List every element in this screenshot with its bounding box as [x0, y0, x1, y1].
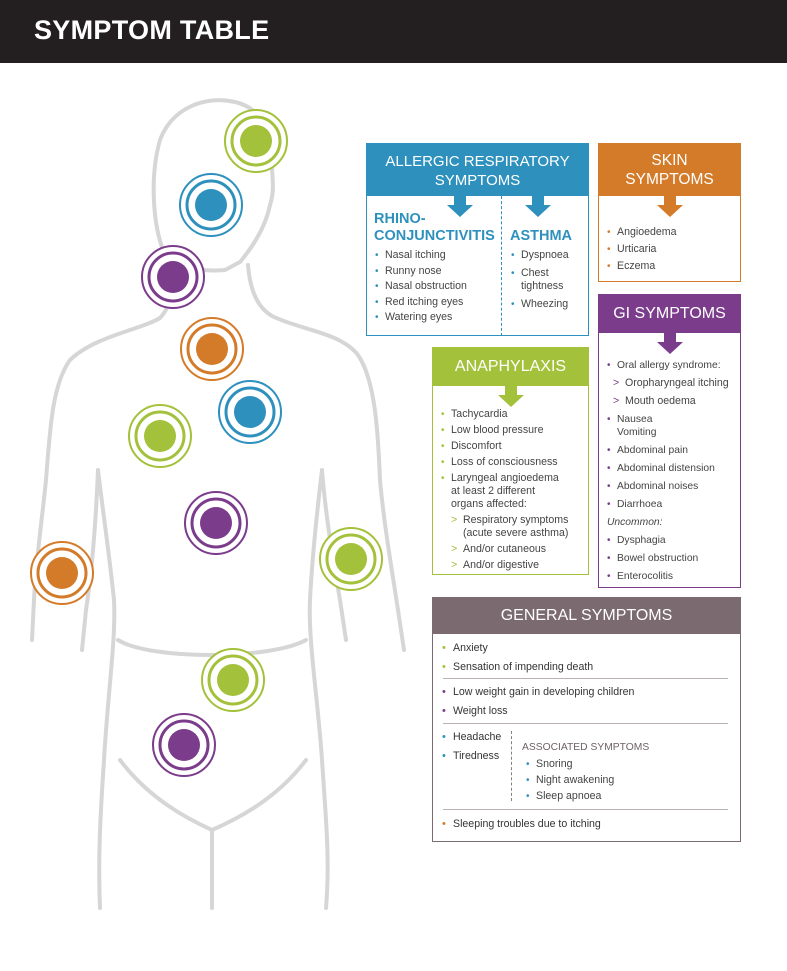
- list-item: Low blood pressure: [439, 424, 585, 437]
- list-item: Eczema: [605, 260, 735, 273]
- marker-purple-2: [184, 491, 248, 555]
- arrow-down-icon: [447, 195, 473, 217]
- symptom-markers: [30, 109, 383, 777]
- skin-title-line2: SYMPTOMS: [625, 171, 714, 188]
- list-item: Dyspnoea: [509, 249, 584, 262]
- list-item: Abdominal distension: [605, 462, 739, 475]
- asthma-title: ASTHMA: [510, 228, 573, 244]
- gi-list: Oral allergy syndrome: Oropharyngeal itc…: [605, 359, 739, 583]
- column-divider: [501, 196, 502, 336]
- list-item: Oral allergy syndrome:: [605, 359, 739, 372]
- list-item: Enterocolitis: [605, 570, 739, 583]
- rhino-title: RHINO- CONJUNCTIVITIS: [374, 211, 495, 245]
- general-group-weight: Low weight gain in developing children W…: [442, 686, 634, 718]
- sub-item: And/or cutaneous: [449, 543, 585, 556]
- marker-blue-1: [179, 173, 243, 237]
- divider: [443, 723, 728, 724]
- arrow-down-icon: [657, 195, 683, 217]
- divider: [443, 678, 728, 679]
- rhino-title-line2: CONJUNCTIVITIS: [374, 228, 495, 244]
- list-item: Tachycardia: [439, 408, 585, 421]
- general-group-headache: Headache Tiredness: [442, 731, 501, 763]
- anaphylaxis-list: Tachycardia Low blood pressure Discomfor…: [439, 408, 585, 572]
- list-item: Weight loss: [442, 705, 634, 718]
- skin-title-line1: SKIN: [651, 152, 688, 169]
- list-item: Night awakening: [524, 774, 649, 787]
- list-item: Diarrhoea: [605, 498, 739, 511]
- associated-divider: [511, 731, 512, 801]
- respiratory-panel: ALLERGIC RESPIRATORY SYMPTOMS RHINO- CON…: [366, 143, 589, 336]
- arrow-down-icon: [657, 332, 683, 354]
- list-item: Sensation of impending death: [442, 661, 593, 674]
- gi-title: GI SYMPTOMS: [599, 295, 740, 333]
- list-item: Urticaria: [605, 243, 735, 256]
- general-group-sleep: Sleeping troubles due to itching: [442, 818, 601, 831]
- respiratory-title-line1: ALLERGIC RESPIRATORY: [385, 153, 570, 170]
- list-item: Abdominal pain: [605, 444, 739, 457]
- list-item: Tiredness: [442, 750, 501, 763]
- sub-item: And/or digestive: [449, 559, 585, 572]
- anaphylaxis-title: ANAPHYLAXIS: [433, 348, 588, 386]
- list-item: Abdominal noises: [605, 480, 739, 493]
- list-item: Sleep apnoea: [524, 790, 649, 803]
- list-item: Wheezing: [509, 298, 584, 311]
- list-item: Discomfort: [439, 440, 585, 453]
- list-item: Angioedema: [605, 226, 735, 239]
- list-item: Runny nose: [373, 265, 498, 278]
- list-item: Anxiety: [442, 642, 593, 655]
- marker-skin-green-1: [224, 109, 288, 173]
- list-item: Nasal obstruction: [373, 280, 498, 293]
- body-illustration: [30, 98, 406, 910]
- rhino-list: Nasal itching Runny nose Nasal obstructi…: [373, 249, 498, 324]
- associated-title: ASSOCIATED SYMPTOMS: [522, 742, 650, 753]
- list-item: Nasal itching: [373, 249, 498, 262]
- marker-orange-1: [180, 317, 244, 381]
- arrow-down-icon: [498, 385, 524, 407]
- skin-panel: SKIN SYMPTOMS Angioedema Urticaria Eczem…: [598, 143, 741, 282]
- list-item: Sleeping troubles due to itching: [442, 818, 601, 831]
- respiratory-header: ALLERGIC RESPIRATORY SYMPTOMS: [367, 144, 588, 196]
- sub-item: Respiratory symptoms (acute severe asthm…: [449, 514, 585, 540]
- list-item: Red itching eyes: [373, 296, 498, 309]
- sub-item: Oropharyngeal itching: [611, 377, 739, 390]
- skin-header: SKIN SYMPTOMS: [599, 144, 740, 196]
- list-item: Dysphagia: [605, 534, 739, 547]
- list-item: Laryngeal angioedema at least 2 differen…: [439, 472, 585, 511]
- list-item: Watering eyes: [373, 311, 498, 324]
- list-item: Nausea: [605, 413, 739, 426]
- list-item-continued: Vomiting: [617, 427, 657, 438]
- sub-item: Mouth oedema: [611, 395, 739, 408]
- list-item: Headache: [442, 731, 501, 744]
- respiratory-title-line2: SYMPTOMS: [434, 172, 521, 189]
- anaphylaxis-panel: ANAPHYLAXIS Tachycardia Low blood pressu…: [432, 347, 589, 575]
- arrow-down-icon: [525, 195, 551, 217]
- list-item: Loss of consciousness: [439, 456, 585, 469]
- list-item: Low weight gain in developing children: [442, 686, 634, 699]
- page-header: SYMPTOM TABLE: [0, 0, 787, 63]
- list-item: Chest tightness: [509, 267, 584, 293]
- marker-green-3: [319, 527, 383, 591]
- skin-list: Angioedema Urticaria Eczema: [605, 226, 735, 273]
- general-panel: GENERAL SYMPTOMS Anxiety Sensation of im…: [432, 597, 741, 842]
- gi-panel: GI SYMPTOMS Oral allergy syndrome: Oroph…: [598, 294, 741, 588]
- list-item: Bowel obstruction: [605, 552, 739, 565]
- marker-purple-1: [141, 245, 205, 309]
- divider: [443, 809, 728, 810]
- list-item: Snoring: [524, 758, 649, 771]
- marker-green-4: [201, 648, 265, 712]
- asthma-list: Dyspnoea Chest tightness Wheezing: [509, 249, 584, 311]
- uncommon-label: Uncommon:: [607, 517, 663, 528]
- page-title: SYMPTOM TABLE: [34, 15, 270, 45]
- marker-blue-2: [218, 380, 282, 444]
- general-group-anxiety: Anxiety Sensation of impending death: [442, 642, 593, 674]
- marker-purple-3: [152, 713, 216, 777]
- marker-green-2: [128, 404, 192, 468]
- marker-orange-2: [30, 541, 94, 605]
- associated-symptoms: ASSOCIATED SYMPTOMS Snoring Night awaken…: [522, 741, 649, 803]
- general-title: GENERAL SYMPTOMS: [433, 598, 740, 634]
- rhino-title-line1: RHINO-: [374, 211, 426, 227]
